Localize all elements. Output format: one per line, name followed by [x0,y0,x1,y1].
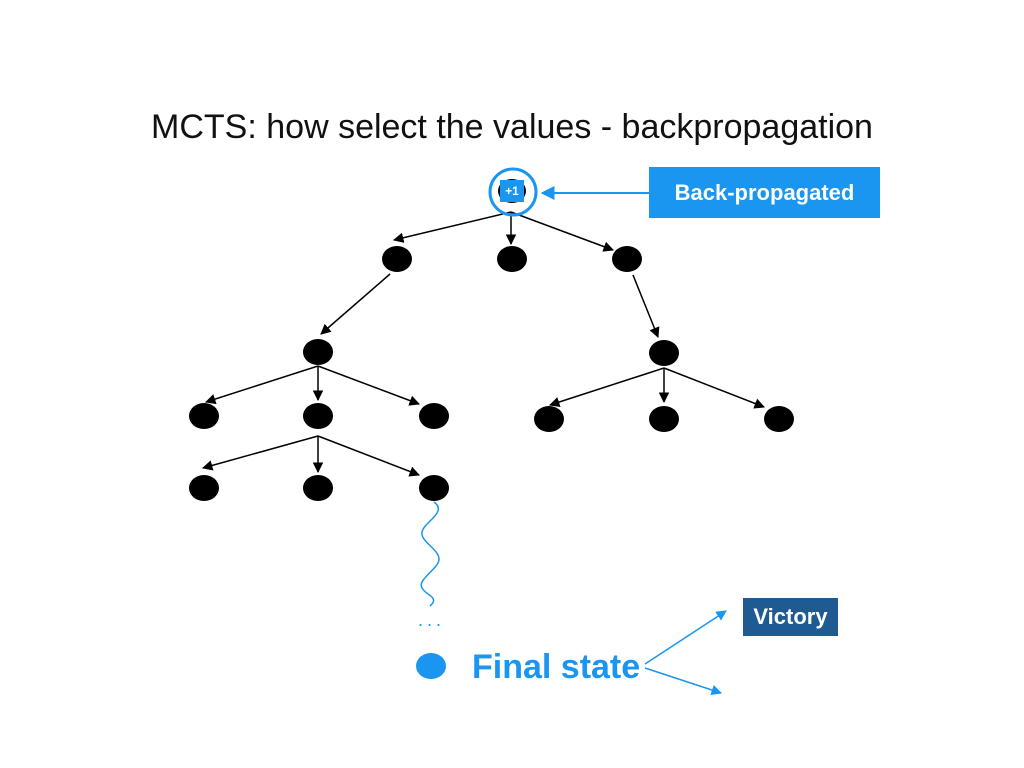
backprop-callout: Back-propagated [649,167,880,218]
edge-root-to-left [392,211,512,243]
root-value-badge [500,180,524,202]
node-level2-left [303,339,333,365]
node-level3-left-c [419,403,449,429]
edge-right-to-right-child [632,274,660,338]
edge-left-to-left-child [320,273,391,335]
root-highlight-ring [488,167,538,217]
edge-l2-to-a [205,365,319,405]
arrow-to-victory [644,610,727,665]
node-level1-right [612,246,642,272]
edge-l3-to-c [317,435,420,477]
node-level4-b [303,475,333,501]
node-level3-right-a [534,406,564,432]
final-state-node [416,653,446,679]
node-level4-a [189,475,219,501]
rollout-ellipsis: ... [418,610,446,630]
edge-l2-to-c [317,365,420,406]
edge-l3-to-a [201,435,319,471]
node-level3-right-c [764,406,794,432]
node-level1-middle [497,246,527,272]
victory-label: Victory [743,598,838,636]
node-level2-right [649,340,679,366]
edge-r2-to-c [663,367,765,409]
node-level3-left-a [189,403,219,429]
final-state-label: Final state [472,648,641,686]
edge-r2-to-a [549,367,665,408]
slide-title: MCTS: how select the values - backpropag… [151,108,873,146]
node-level3-right-b [649,406,679,432]
node-level4-c [419,475,449,501]
edge-root-to-right [510,211,614,252]
arrow-to-other-outcome [644,667,722,696]
rollout-wavy-path [420,501,440,607]
node-level1-left [382,246,412,272]
node-level3-left-b [303,403,333,429]
root-value-label: +1 [505,184,519,198]
